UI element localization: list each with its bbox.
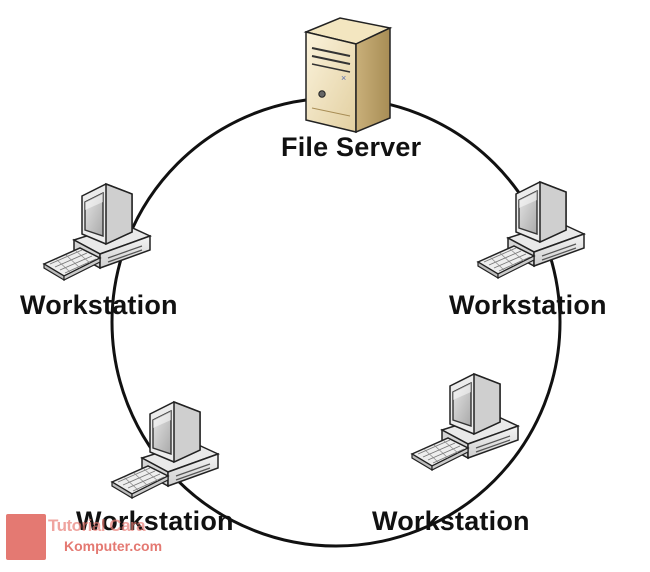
watermark-monitor-icon xyxy=(6,514,46,560)
file-server-label: File Server xyxy=(281,132,422,162)
workstation-left-icon xyxy=(43,183,151,281)
workstation-bottom-left-label: Workstation xyxy=(76,506,234,536)
watermark-line2: Komputer.com xyxy=(64,538,163,554)
workstation-bottom-left-icon xyxy=(111,401,219,499)
workstation-bottom-right-label: Workstation xyxy=(372,506,530,536)
workstation-bottom-right-icon xyxy=(411,373,519,471)
watermark-line1: Tutorial Cara xyxy=(48,516,146,535)
watermark-logo: Tutorial Cara Komputer.com xyxy=(6,514,162,562)
workstation-right-icon xyxy=(477,181,585,279)
workstation-left-label: Workstation xyxy=(20,290,178,320)
workstation-right-label: Workstation xyxy=(449,290,607,320)
file-server-icon: × xyxy=(303,17,393,134)
svg-text:×: × xyxy=(341,73,346,83)
